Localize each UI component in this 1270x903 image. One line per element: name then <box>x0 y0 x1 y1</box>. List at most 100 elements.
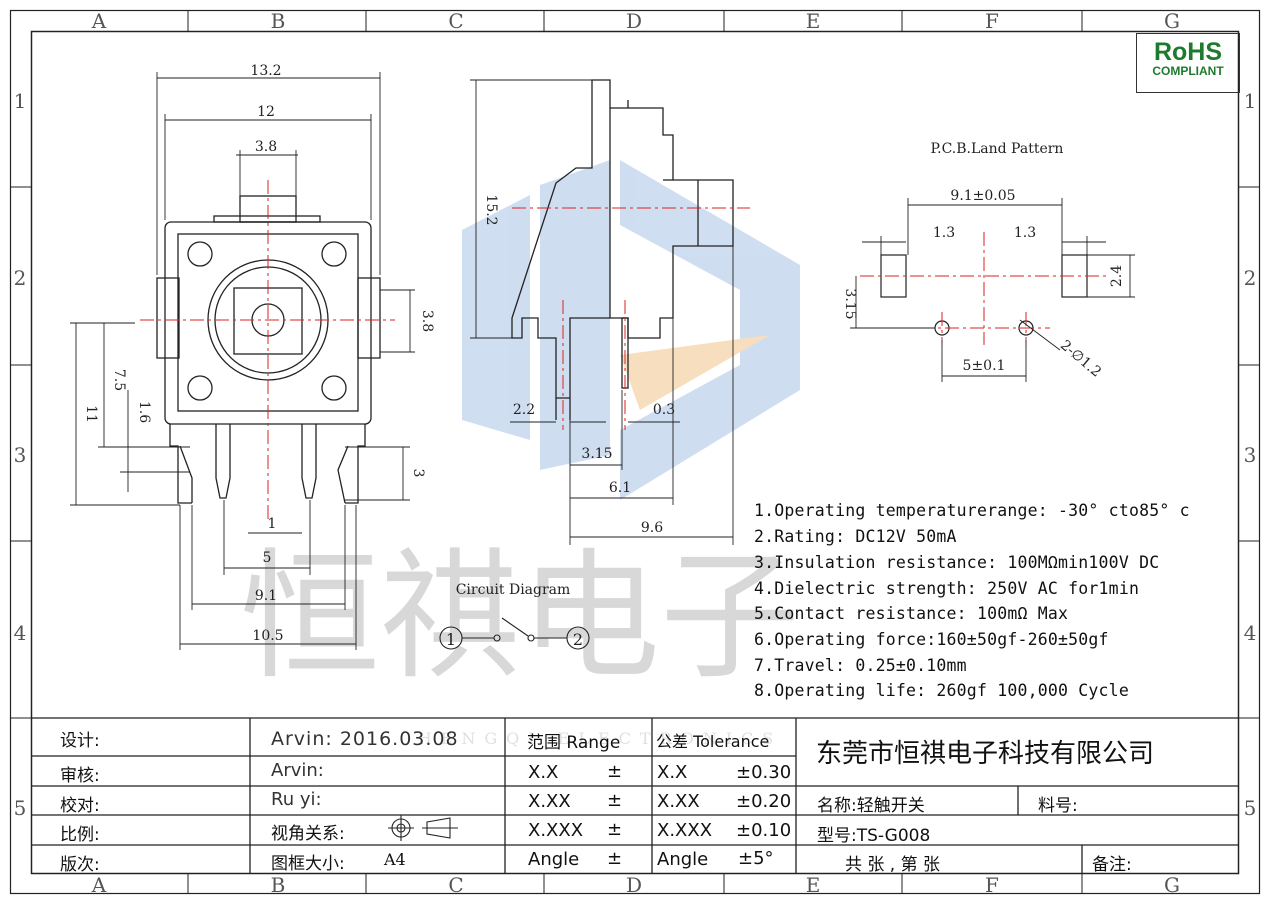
border-frame <box>9 9 1261 895</box>
svg-text:5: 5 <box>1244 796 1257 820</box>
svg-text:C: C <box>448 873 463 897</box>
svg-text:11: 11 <box>83 405 99 423</box>
pcb-dimension-lines <box>850 198 1135 382</box>
product-name: 名称:轻触开关 <box>817 796 925 816</box>
svg-text:1.6: 1.6 <box>136 401 152 423</box>
svg-text:9.6: 9.6 <box>641 520 663 536</box>
rohs-title: RoHS <box>1153 38 1223 66</box>
svg-text:10.5: 10.5 <box>252 628 283 644</box>
svg-text:3: 3 <box>410 469 426 478</box>
plus-minus: ± <box>607 790 623 811</box>
range-header: 范围 Range <box>527 733 621 753</box>
spec-item: 3.Insulation resistance: 100MΩmin100V DC <box>754 553 1160 572</box>
svg-text:C: C <box>448 9 463 33</box>
range-cell: X.X <box>528 762 559 783</box>
plus-minus: ± <box>607 848 623 869</box>
pcb-centerlines <box>860 232 1110 345</box>
range-cell: Angle <box>528 849 580 870</box>
watermark-logo <box>462 160 800 500</box>
svg-text:B: B <box>271 873 286 897</box>
svg-text:1.3: 1.3 <box>1014 225 1036 241</box>
range-cell: X.XX <box>528 791 571 812</box>
plus-minus: ± <box>607 819 623 840</box>
svg-text:A: A <box>91 873 107 897</box>
spec-item: 6.Operating force:160±50gf-260±50gf <box>754 630 1109 649</box>
front-dimension-texts: 13.2 12 3.8 3.8 11 7.5 1.6 3 1 5 9.1 10.… <box>83 63 435 644</box>
svg-text:HENGQI ELECTRONICS: HENGQI ELECTRONICS <box>418 729 783 748</box>
circuit-texts: Circuit Diagram 1 2 <box>446 582 583 649</box>
svg-text:4: 4 <box>1244 621 1257 645</box>
company-name: 东莞市恒祺电子科技有限公司 <box>816 739 1155 769</box>
svg-text:2.2: 2.2 <box>513 402 535 418</box>
frame-label: 图框大小: <box>271 854 345 874</box>
svg-text:12: 12 <box>257 104 275 120</box>
svg-text:15.2: 15.2 <box>483 194 499 225</box>
svg-text:1: 1 <box>268 516 277 532</box>
remark-label: 备注: <box>1092 855 1132 875</box>
tolerance-value: ±5° <box>738 848 774 869</box>
svg-text:A: A <box>91 9 107 33</box>
watermark-text: 恒祺电子 HENGQI ELECTRONICS <box>240 536 800 748</box>
svg-text:2: 2 <box>14 266 27 290</box>
svg-text:D: D <box>626 873 642 897</box>
title-block-grid <box>31 717 1238 873</box>
spec-item: 8.Operating life: 260gf 100,000 Cycle <box>754 681 1129 700</box>
front-view-centerlines <box>140 180 395 520</box>
plus-minus: ± <box>607 761 623 782</box>
front-dimension-lines <box>70 72 415 650</box>
svg-text:D: D <box>626 9 642 33</box>
svg-text:0.3: 0.3 <box>653 402 675 418</box>
material-label: 料号: <box>1038 796 1078 816</box>
design-value: Arvin: 2016.03.08 <box>271 728 459 750</box>
rohs-subtitle: COMPLIANT <box>1152 64 1224 78</box>
view-symbol-icon <box>388 815 458 841</box>
svg-text:2: 2 <box>1244 266 1257 290</box>
svg-text:恒祺电子: 恒祺电子 <box>240 536 800 699</box>
range-cell: X.XXX <box>528 820 584 841</box>
svg-text:E: E <box>806 9 821 33</box>
check-label: 校对: <box>60 796 100 816</box>
spec-item: 4.Dielectric strength: 250V AC for1min <box>754 579 1140 598</box>
svg-text:3.8: 3.8 <box>419 310 435 332</box>
svg-text:1: 1 <box>14 89 27 113</box>
svg-text:5: 5 <box>14 796 27 820</box>
tolerance-name: X.XX <box>657 791 700 812</box>
tolerance-name: X.XXX <box>657 820 713 841</box>
review-value: Arvin: <box>271 760 324 781</box>
svg-text:2-∅1.2: 2-∅1.2 <box>1057 337 1104 380</box>
svg-text:5±0.1: 5±0.1 <box>963 358 1006 374</box>
side-view-centerlines <box>512 207 750 430</box>
svg-text:9.1±0.05: 9.1±0.05 <box>950 188 1015 204</box>
model-label: 型号:TS-G008 <box>817 826 931 846</box>
tolerance-value: ±0.20 <box>736 791 792 812</box>
svg-text:13.2: 13.2 <box>250 63 281 79</box>
spec-item: 5.Contact resistance: 100mΩ Max <box>754 604 1069 623</box>
svg-text:G: G <box>1164 9 1180 33</box>
svg-text:6.1: 6.1 <box>609 480 631 496</box>
rohs-badge: RoHS COMPLIANT <box>1136 33 1240 93</box>
check-value: Ru yi: <box>271 789 322 810</box>
svg-text:2.4: 2.4 <box>1109 265 1125 287</box>
tolerance-value: ±0.30 <box>736 762 792 783</box>
svg-text:1: 1 <box>1244 89 1257 113</box>
sheet-count: 共 张 , 第 张 <box>845 855 941 875</box>
svg-text:E: E <box>806 873 821 897</box>
scale-label: 比例: <box>60 825 100 845</box>
svg-text:3.15: 3.15 <box>581 446 612 462</box>
svg-text:1: 1 <box>446 630 456 649</box>
svg-text:3: 3 <box>1244 443 1257 467</box>
svg-text:9.1: 9.1 <box>255 588 277 604</box>
svg-text:4: 4 <box>14 621 27 645</box>
spec-item: 7.Travel: 0.25±0.10mm <box>754 656 967 675</box>
svg-text:F: F <box>985 9 999 33</box>
design-label: 设计: <box>60 731 100 751</box>
svg-text:1.3: 1.3 <box>933 225 955 241</box>
spec-item: 2.Rating: DC12V 50mA <box>754 527 957 546</box>
side-dimension-texts: 15.2 2.2 0.3 3.15 6.1 9.6 <box>483 194 675 536</box>
spec-item: 1.Operating temperaturerange: -30° cto85… <box>754 501 1190 520</box>
tolerance-header: 公差 Tolerance <box>656 732 770 751</box>
svg-text:G: G <box>1164 873 1180 897</box>
frame-value: A4 <box>384 850 406 869</box>
